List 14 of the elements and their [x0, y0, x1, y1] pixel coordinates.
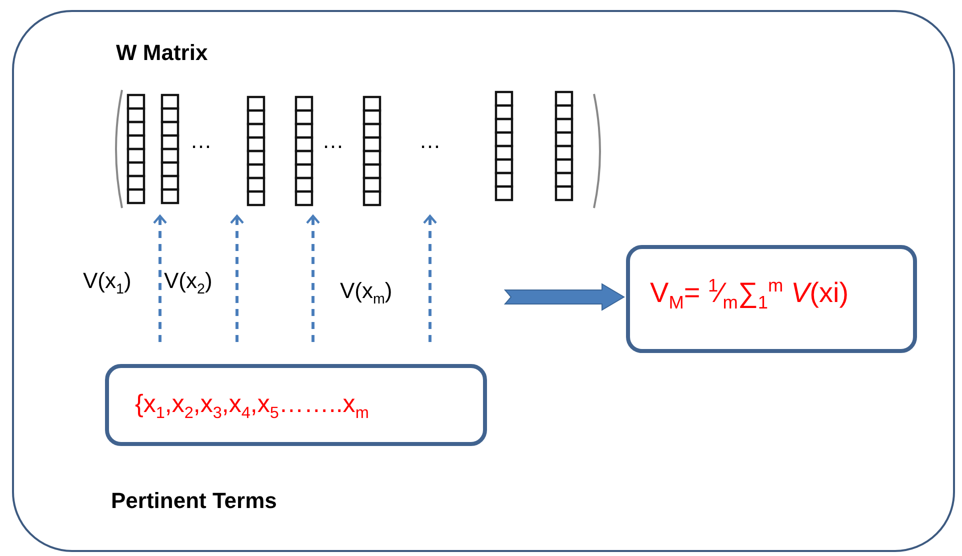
block-arrow	[504, 283, 625, 311]
arrow	[230, 214, 244, 342]
formula-box	[626, 245, 917, 353]
outer-frame	[12, 10, 955, 552]
group-caption: Pertinent Terms	[111, 488, 277, 514]
arrow	[422, 214, 438, 342]
ellipsis: …	[322, 128, 344, 154]
arrow	[152, 214, 168, 342]
ellipsis: …	[190, 128, 212, 154]
mean-formula: V$_{M}$= $^{1}$⁄$_{m}$∑$_{1}$$^{m}$ V(xi)	[650, 277, 849, 309]
arrow	[306, 214, 320, 342]
term-set: {x$_{1}$,x$_{2}$,x$_{3}$,x$_{4}$,x$_{5}$……..x$_{m}$	[135, 390, 369, 419]
matrix-title: W Matrix	[116, 40, 208, 66]
ellipsis: …	[419, 128, 441, 154]
